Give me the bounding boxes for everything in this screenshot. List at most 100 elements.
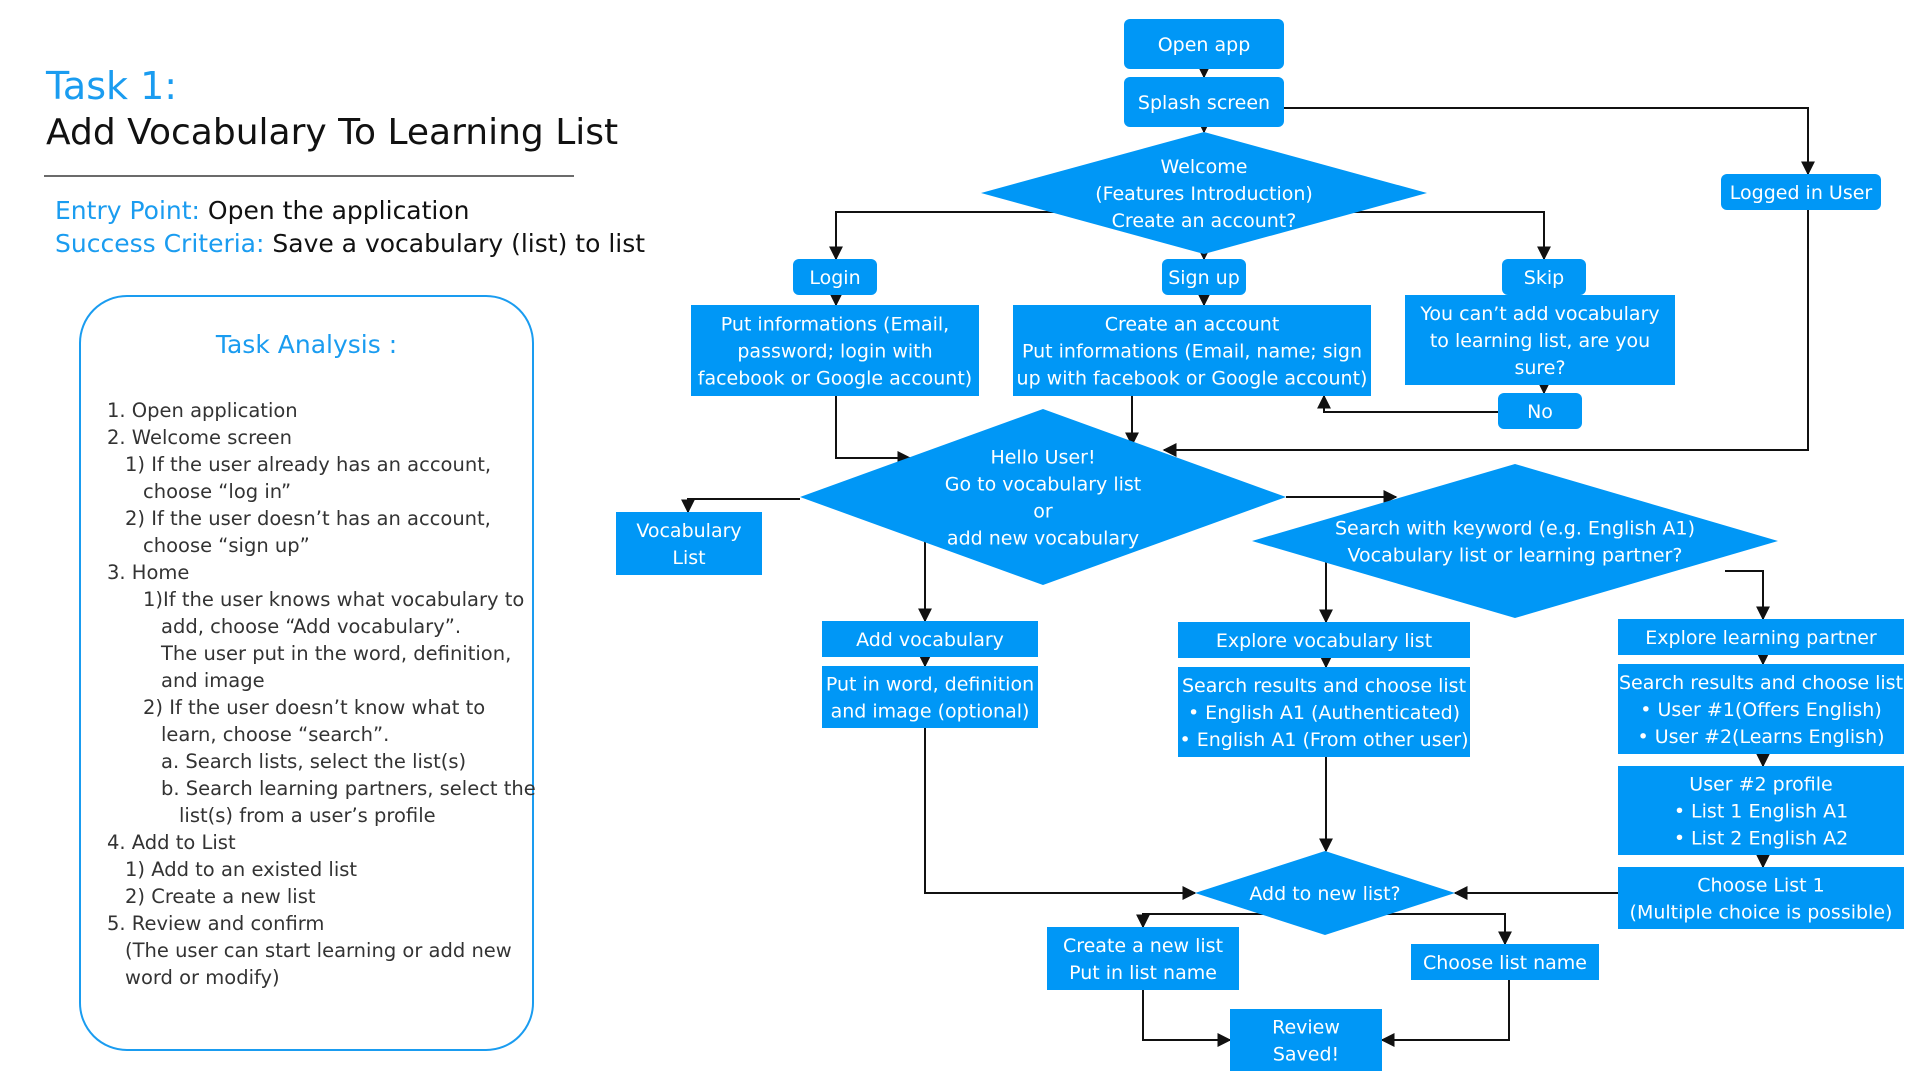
analysis-line: 1. Open application [107,399,298,422]
login-info-label: facebook or Google account) [698,368,972,390]
node-search: Search with keyword (e.g. English A1)Voc… [1252,464,1778,618]
login-info-label: password; login with [737,341,932,363]
logged-in-label: Logged in User [1730,182,1873,204]
search-results-partner-box [1618,664,1904,754]
signup-box [1162,259,1246,295]
flow-arrow [1136,913,1264,929]
node-signup: Sign up [1162,259,1246,295]
open-app-box [1124,19,1284,69]
user2-profile-label: • List 2 English A2 [1674,828,1848,850]
analysis-line: 1) Add to an existed list [125,858,358,881]
flow-arrow [1345,211,1551,261]
vocab-list-label: Vocabulary [636,520,741,542]
vocab-list-label: List [672,547,705,569]
add-new-list-diamond [1195,851,1455,935]
search-results-list-label: • English A1 (From other user) [1179,729,1468,751]
search-label: Search with keyword (e.g. English A1) [1335,518,1695,540]
hello-label: Go to vocabulary list [945,474,1142,496]
analysis-line: choose “log in” [143,480,292,503]
logged-in-box [1721,174,1881,210]
skip-box [1502,259,1586,295]
flow-arrow [1284,107,1815,176]
welcome-label: Welcome [1161,156,1248,178]
create-new-list-label: Put in list name [1069,962,1217,984]
analysis-line: 1) If the user already has an account, [125,453,492,476]
flow-arrow [1380,980,1510,1047]
login-info-box [691,305,979,396]
entry-point-label: Entry Point: [55,196,200,225]
analysis-line: 4. Add to List [107,831,236,854]
analysis-line: a. Search lists, select the list(s) [161,750,467,773]
explore-list-label: Explore vocabulary list [1216,630,1432,652]
login-info-label: Put informations (Email, [721,314,949,336]
put-word-label: and image (optional) [831,701,1030,723]
success-criteria-value: Save a vocabulary (list) to list [272,229,646,258]
entry-point-value: Open the application [207,196,470,225]
welcome-label: (Features Introduction) [1095,183,1313,205]
login-box [793,259,877,295]
hello-label: add new vocabulary [947,528,1139,550]
no-box [1498,393,1582,429]
search-results-partner-label: • User #2(Learns English) [1637,726,1884,748]
login-label: Login [809,267,860,289]
search-results-partner-label: Search results and choose list [1619,672,1903,694]
analysis-line: 2. Welcome screen [107,426,293,449]
node-logged-in: Logged in User [1721,174,1881,210]
choose-list-name-label: Choose list name [1423,952,1587,974]
search-results-list-label: Search results and choose list [1182,675,1466,697]
success-criteria-label: Success Criteria: [55,229,265,258]
flow-arrow [1142,990,1232,1047]
flow-arrow [1725,570,1770,621]
node-search-results-partner: Search results and choose list • User #1(… [1618,664,1904,754]
signup-label: Sign up [1168,267,1240,289]
explore-partner-label: Explore learning partner [1645,627,1877,649]
analysis-line: learn, choose “search”. [161,723,390,746]
add-new-list-label: Add to new list? [1249,883,1400,905]
signup-info-box [1013,305,1371,396]
analysis-line: add, choose “Add vocabulary”. [161,615,462,638]
analysis-line: 5. Review and confirm [107,912,325,935]
title-divider [44,175,574,177]
skip-warn-label: sure? [1514,357,1565,379]
skip-warn-label: You can’t add vocabulary [1419,303,1659,325]
task-number: Task 1: [46,64,178,108]
node-login: Login [793,259,877,295]
review-label: Saved! [1273,1044,1339,1066]
splash-label: Splash screen [1138,92,1270,114]
flow-arrow [924,728,1197,900]
add-vocab-label: Add vocabulary [856,629,1004,651]
review-label: Review [1272,1017,1340,1039]
skip-label: Skip [1524,267,1564,289]
open-app-label: Open app [1158,34,1251,56]
node-add-vocab: Add vocabulary [822,621,1038,657]
node-login-info: Put informations (Email, password; login … [691,305,979,396]
task-title: Add Vocabulary To Learning List [46,112,619,153]
choose-list1-label: Choose List 1 [1697,875,1825,897]
analysis-line: 1)If the user knows what vocabulary to [143,588,525,611]
task-analysis-panel: Task Analysis : 1. Open application 2. W… [79,295,536,1051]
hello-label: Hello User! [990,447,1095,469]
user2-profile-label: • List 1 English A1 [1674,801,1848,823]
vocab-list-box [616,512,762,575]
choose-list-name-box [1411,944,1599,980]
analysis-line: and image [161,669,265,692]
node-welcome: Welcome(Features Introduction)Create an … [981,132,1427,254]
choose-list1-label: (Multiple choice is possible) [1630,902,1893,924]
signup-info-label: up with facebook or Google account) [1017,368,1368,390]
splash-box [1124,77,1284,127]
search-results-list-box [1178,667,1470,757]
analysis-line: 3. Home [107,561,190,584]
signup-info-label: Put informations (Email, name; sign [1022,341,1362,363]
search-results-partner-label: • User #1(Offers English) [1640,699,1882,721]
signup-info-label: Create an account [1105,314,1280,336]
analysis-line: list(s) from a user’s profile [179,804,436,827]
node-skip: Skip [1502,259,1586,295]
node-open-app: Open app [1124,19,1284,69]
analysis-line: 2) Create a new list [125,885,316,908]
